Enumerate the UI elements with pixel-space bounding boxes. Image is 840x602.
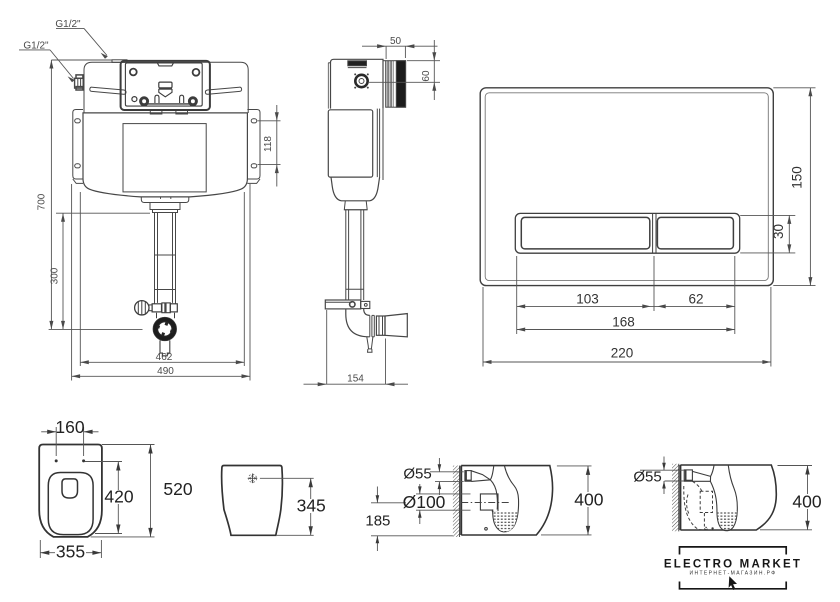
svg-text:Ø55: Ø55	[633, 469, 661, 486]
svg-text:103: 103	[576, 292, 599, 307]
svg-text:118: 118	[263, 136, 274, 152]
svg-text:400: 400	[574, 490, 603, 510]
svg-text:400: 400	[792, 492, 821, 512]
svg-text:Ø55: Ø55	[403, 466, 431, 483]
svg-text:Ø100: Ø100	[403, 492, 446, 512]
svg-text:462: 462	[156, 352, 173, 363]
svg-text:168: 168	[612, 315, 635, 330]
svg-text:60: 60	[421, 70, 432, 82]
svg-text:30: 30	[771, 224, 786, 239]
svg-text:150: 150	[790, 166, 805, 189]
svg-text:700: 700	[37, 193, 48, 210]
svg-text:ELECTRO MARKET: ELECTRO MARKET	[664, 559, 802, 571]
svg-text:G1/2": G1/2"	[23, 41, 49, 52]
svg-text:160: 160	[55, 417, 84, 437]
svg-text:154: 154	[347, 374, 364, 385]
svg-text:220: 220	[611, 346, 634, 361]
svg-text:520: 520	[163, 479, 192, 499]
svg-text:355: 355	[56, 542, 85, 562]
svg-text:62: 62	[688, 292, 703, 307]
svg-text:185: 185	[365, 513, 390, 530]
svg-text:ИНТЕРНЕТ-МАГАЗИН.РФ: ИНТЕРНЕТ-МАГАЗИН.РФ	[689, 571, 776, 577]
svg-text:420: 420	[104, 487, 133, 507]
svg-text:G1/2": G1/2"	[55, 19, 81, 30]
svg-text:490: 490	[157, 366, 174, 377]
svg-text:345: 345	[297, 496, 326, 516]
svg-text:300: 300	[50, 267, 61, 284]
svg-text:50: 50	[390, 36, 402, 47]
